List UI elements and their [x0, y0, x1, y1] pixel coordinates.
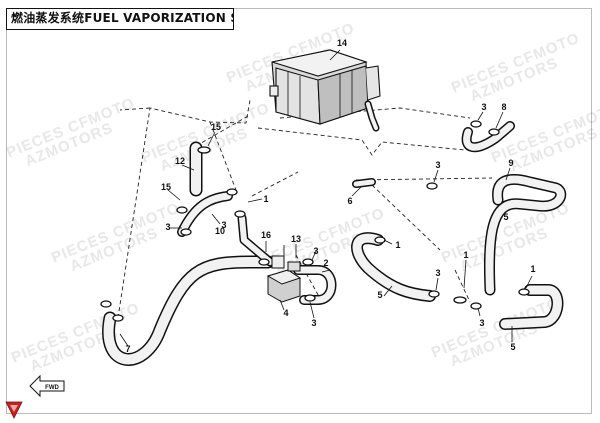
callout-1: 1: [463, 250, 468, 260]
fwd-arrow-icon: FWD: [29, 374, 65, 398]
clamps: [100, 120, 530, 322]
callout-4: 4: [283, 308, 288, 318]
cfmoto-logo-icon: [5, 401, 23, 419]
callout-9: 9: [508, 158, 513, 168]
callout-3: 3: [221, 220, 226, 230]
callout-3: 3: [481, 102, 486, 112]
callout-5: 5: [510, 342, 515, 352]
callout-15: 15: [211, 122, 221, 132]
page-title: 燃油蒸发系统FUEL VAPORIZATION SYSTEM: [6, 8, 234, 30]
callout-3: 3: [165, 222, 170, 232]
callout-13: 13: [291, 234, 301, 244]
callout-1: 1: [530, 264, 535, 274]
callout-3: 3: [435, 268, 440, 278]
callout-3: 3: [435, 160, 440, 170]
callout-labels: 14 15 12 15 3 3 10 1 16 13 3 2 4 3 7 8 3…: [125, 38, 535, 354]
callout-15: 15: [161, 182, 171, 192]
callout-12: 12: [175, 156, 185, 166]
callout-5: 5: [503, 212, 508, 222]
callout-10: 10: [215, 226, 225, 236]
callout-14: 14: [337, 38, 347, 48]
valve-assembly: [266, 255, 302, 303]
callout-8: 8: [501, 102, 506, 112]
callout-1: 1: [263, 194, 268, 204]
fwd-label: FWD: [45, 385, 59, 391]
callout-7: 7: [125, 344, 130, 354]
carbon-canister: [269, 49, 381, 125]
callout-6: 6: [347, 196, 352, 206]
callout-2: 2: [323, 258, 328, 268]
assembly-lines: [117, 99, 493, 319]
callout-3: 3: [313, 246, 318, 256]
callout-5: 5: [377, 290, 382, 300]
callout-3: 3: [311, 318, 316, 328]
callout-16: 16: [261, 230, 271, 240]
callout-1: 1: [395, 240, 400, 250]
callout-3: 3: [479, 318, 484, 328]
leader-lines: [119, 49, 533, 347]
hoses: [102, 100, 567, 366]
